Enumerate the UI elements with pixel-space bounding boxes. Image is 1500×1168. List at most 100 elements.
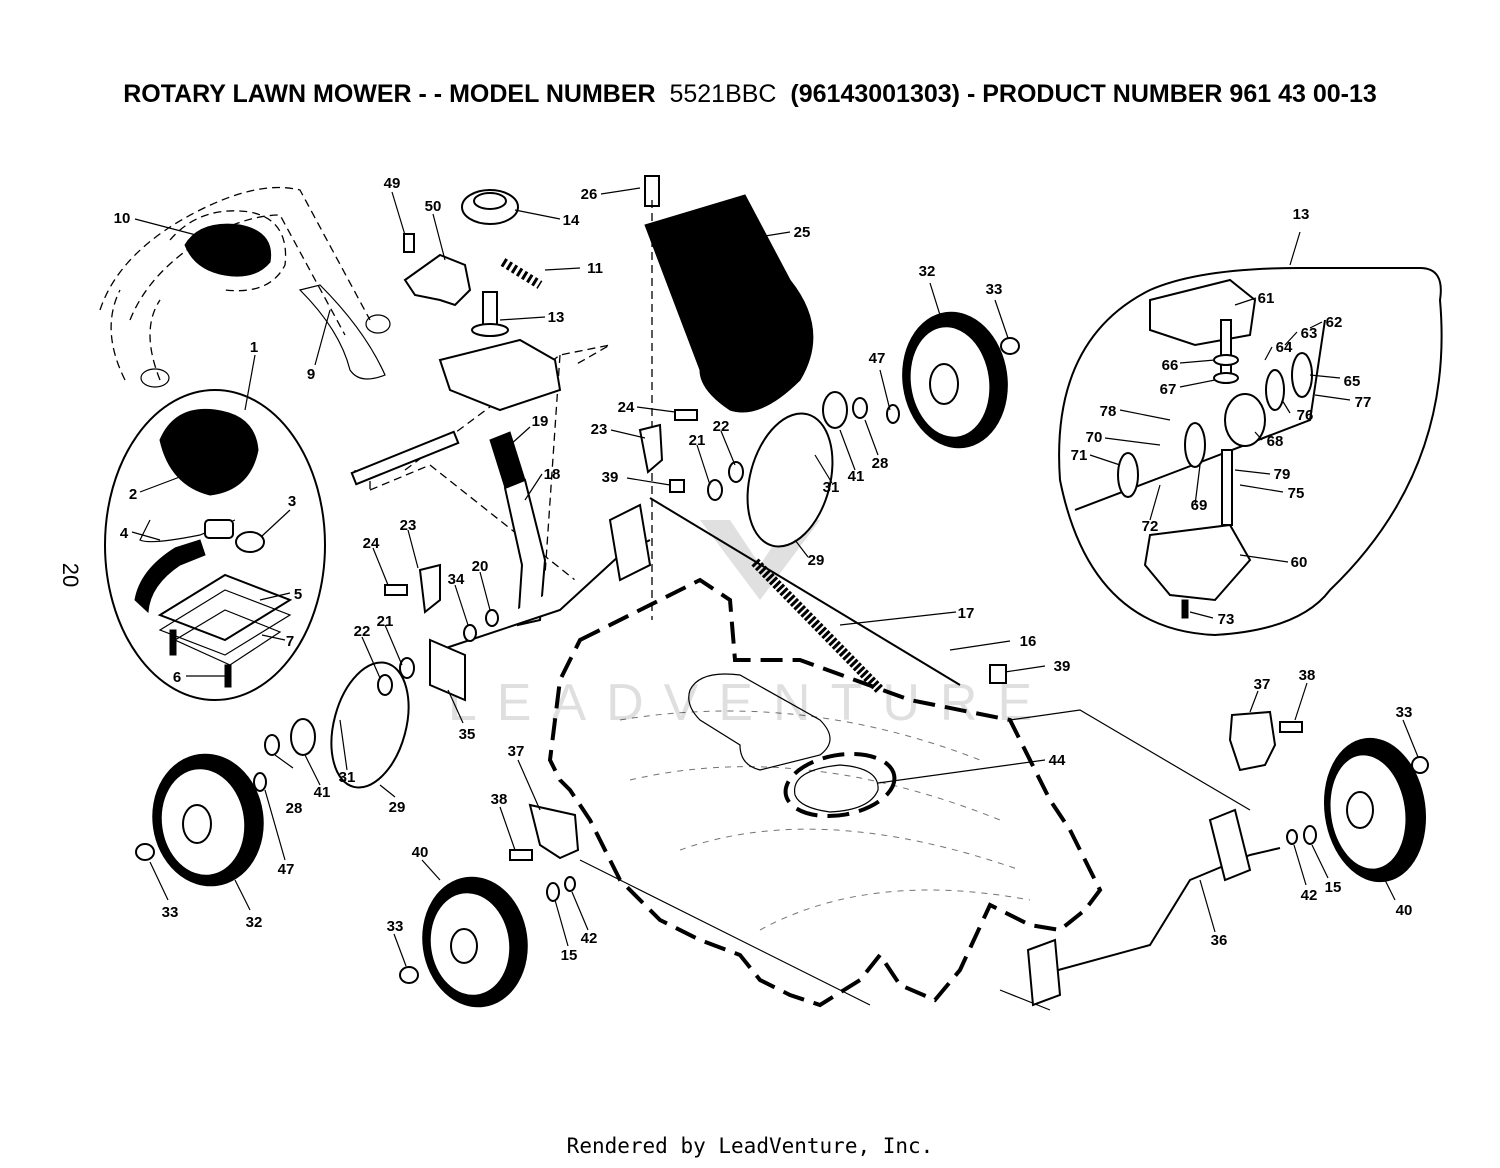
control-cable-4 — [134, 539, 206, 614]
wheel-upper-right — [902, 311, 1020, 449]
title-model-number: 5521BBC — [669, 80, 777, 108]
callout-29-right: 29 — [808, 552, 825, 569]
callout-2: 2 — [129, 486, 137, 503]
page-title: ROTARY LAWN MOWER - - MODEL NUMBER 5521B… — [0, 80, 1500, 109]
callout-7: 7 — [286, 633, 294, 650]
deck-outline — [547, 577, 1103, 1008]
gear-41-lower — [290, 718, 316, 756]
watermark-text: LEADVENTURE — [448, 674, 1052, 732]
callout-78: 78 — [1100, 403, 1117, 420]
mower-deck — [547, 577, 1251, 1011]
callout-76: 76 — [1297, 407, 1314, 424]
callout-11: 11 — [587, 260, 603, 277]
title-product-number: (96143001303) - PRODUCT NUMBER 961 43 00… — [790, 80, 1377, 108]
callout-10: 10 — [114, 210, 131, 227]
callout-35: 35 — [459, 726, 476, 743]
link-23-left — [418, 563, 441, 614]
callout-21-left: 21 — [377, 613, 394, 630]
callout-33-left: 33 — [162, 904, 179, 921]
transmission-assembly — [350, 189, 611, 581]
callout-61: 61 — [1258, 290, 1275, 307]
callout-32-right: 32 — [919, 263, 936, 280]
callout-34: 34 — [448, 571, 465, 588]
callout-31-right: 31 — [823, 479, 840, 496]
wheel-front-left — [399, 876, 528, 1008]
height-adjust — [384, 409, 1007, 702]
callout-24-left: 24 — [363, 535, 380, 552]
nut-33-right — [1411, 756, 1429, 774]
transmission-13 — [438, 338, 562, 412]
callout-25: 25 — [794, 224, 811, 241]
callout-5: 5 — [294, 586, 302, 603]
plate-7 — [173, 609, 282, 666]
callout-36: 36 — [1211, 932, 1228, 949]
lever-18 — [503, 478, 547, 627]
callout-15-left: 15 — [561, 947, 578, 964]
callout-16: 16 — [1020, 633, 1037, 650]
screw-73 — [1181, 599, 1189, 619]
callout-32-left: 32 — [246, 914, 263, 931]
bearing-67 — [1213, 372, 1239, 384]
callout-29-left: 29 — [389, 799, 406, 816]
callout-15-right: 15 — [1325, 879, 1342, 896]
bracket-37-right — [1228, 710, 1277, 772]
footer-credit: Rendered by LeadVenture, Inc. — [566, 1134, 934, 1158]
spring-11 — [500, 258, 543, 289]
clutch-69 — [1184, 422, 1206, 468]
callout-42-right: 42 — [1301, 887, 1318, 904]
callout-39-lower: 39 — [1054, 658, 1071, 675]
callout-71: 71 — [1071, 447, 1088, 464]
worm-79 — [1221, 449, 1233, 526]
lever-grip-19 — [489, 431, 526, 489]
callout-62: 62 — [1326, 314, 1343, 331]
callout-38-right: 38 — [1299, 667, 1316, 684]
discharge-chute — [644, 175, 814, 620]
clutch-76 — [1265, 369, 1285, 411]
callout-6: 6 — [173, 669, 181, 686]
callout-49: 49 — [384, 175, 401, 192]
nut-33-upper — [1000, 337, 1020, 355]
callout-47-left: 47 — [278, 861, 295, 878]
callout-37-right: 37 — [1254, 676, 1271, 693]
blade-bail-44 — [688, 673, 831, 771]
callout-40-right: 40 — [1396, 902, 1413, 919]
callout-75: 75 — [1288, 485, 1305, 502]
callout-77: 77 — [1355, 394, 1372, 411]
callout-22-left: 22 — [354, 623, 371, 640]
bolt-24-right — [674, 409, 698, 421]
wheel-front-right — [1323, 737, 1429, 883]
handle-assembly — [99, 186, 391, 388]
callout-68: 68 — [1267, 433, 1284, 450]
callout-14: 14 — [563, 212, 580, 229]
callout-20: 20 — [472, 558, 489, 575]
callout-40-left: 40 — [412, 844, 429, 861]
callout-60: 60 — [1291, 554, 1308, 571]
link-23-right — [638, 423, 664, 474]
callout-69: 69 — [1191, 497, 1208, 514]
plate-5 — [157, 573, 293, 642]
callout-42-left: 42 — [581, 930, 598, 947]
callout-21-right: 21 — [689, 432, 706, 449]
page-number: 20 — [58, 563, 83, 587]
callout-33-right: 33 — [1396, 704, 1413, 721]
callout-37-left: 37 — [508, 743, 525, 760]
gear-41-upper — [822, 391, 848, 429]
rear-axle — [509, 710, 1303, 1007]
callout-66: 66 — [1162, 357, 1179, 374]
callout-64: 64 — [1276, 339, 1293, 356]
axle-shaft — [350, 430, 460, 486]
callout-47-right: 47 — [869, 350, 886, 367]
bracket-37-left — [528, 803, 580, 860]
callout-31-left: 31 — [339, 769, 356, 786]
callout-13-main: 13 — [548, 309, 565, 326]
nut-33-left — [135, 843, 155, 861]
callout-44: 44 — [1049, 752, 1066, 769]
chute-25 — [644, 194, 814, 413]
callout-17: 17 — [958, 605, 975, 622]
callout-41-left: 41 — [314, 784, 331, 801]
callout-33-upper: 33 — [986, 281, 1003, 298]
callout-72: 72 — [1142, 518, 1159, 535]
callout-19: 19 — [532, 413, 549, 430]
nut-39 — [989, 664, 1007, 684]
callout-22-right: 22 — [713, 418, 730, 435]
